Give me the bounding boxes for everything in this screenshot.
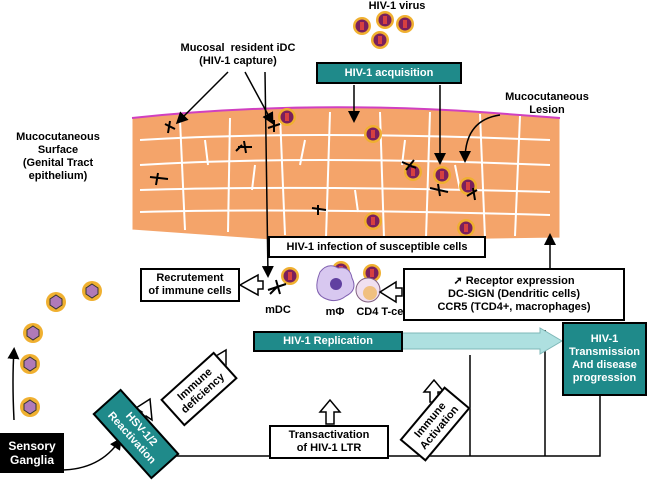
mucocutaneous-surface-label: Mucocutaneous Surface (Genital Tract epi…: [16, 131, 100, 182]
hiv-infection-box: HIV-1 infection of susceptible cells: [268, 236, 486, 258]
cd4-t-cell: [355, 277, 381, 303]
transmission-box: HIV-1 Transmission And disease progressi…: [562, 322, 647, 396]
epithelium-layer: [131, 106, 561, 243]
hiv-virus-cluster: [353, 11, 414, 49]
transactivation-box: Transactivation of HIV-1 LTR: [269, 425, 389, 459]
recruitment-box: Recrutement of immune cells: [140, 268, 240, 302]
sensory-ganglia-box: Sensory Ganglia: [0, 433, 64, 473]
receptor-expression-box: ➚ Receptor expression DC-SIGN (Dendritic…: [403, 268, 625, 321]
mphi-label: mΦ: [325, 306, 345, 318]
hiv-acquisition-box: HIV-1 acquisition: [316, 62, 462, 84]
replication-to-transmission-arrow: [401, 327, 563, 355]
macrophage-cell: [316, 265, 355, 302]
mdc-label: mDC: [265, 304, 291, 316]
dendritic-cells: [149, 120, 478, 295]
mucocutaneous-lesion-label: Mucocutaneous Lesion: [505, 91, 589, 116]
hiv-replication-box: HIV-1 Replication: [253, 331, 403, 352]
cd4-t-cells-label: CD4 T-cells: [356, 306, 416, 318]
mucosal-idc-label: Mucosal resident iDC (HIV-1 capture): [180, 42, 296, 67]
hiv-virus-label: HIV-1 virus: [368, 0, 426, 12]
hsv-particles: [20, 281, 102, 417]
